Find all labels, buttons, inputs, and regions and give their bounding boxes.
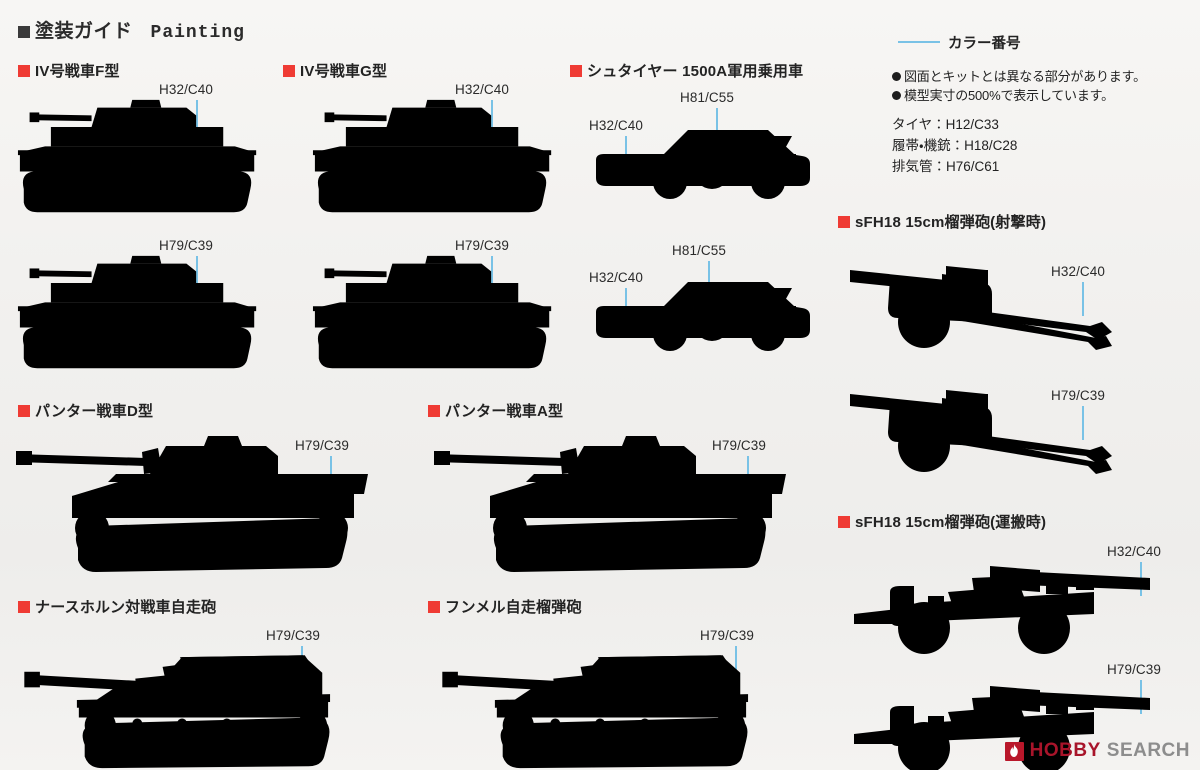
callout-steyr-bot-body: H32/C40 (589, 270, 643, 285)
callout-sfh-fire-grey: H32/C40 (1051, 264, 1105, 279)
note-item: 模型実寸の500%で表示しています。 (892, 85, 1114, 104)
leader-line (747, 456, 749, 490)
section-title-text: シュタイヤー 1500A軍用乗用車 (587, 63, 804, 80)
leader-line (716, 108, 718, 148)
illustration-panther-a: .pa .bdy{fill:#cfc49e;stroke:#8e8565;str… (430, 428, 792, 578)
red-square-icon (838, 516, 850, 528)
red-square-icon (18, 65, 30, 77)
bullet-icon (892, 91, 901, 100)
section-title-text: フンメル自走榴弾砲 (445, 599, 582, 616)
page-title: 塗装ガイド Painting (18, 16, 245, 43)
illustration-nashorn: .nh .bdy{fill:#cfc49e;stroke:#8e8565;str… (12, 626, 356, 770)
section-title-sfh18-transport: sFH18 15cm榴弾砲(運搬時) (838, 511, 1046, 532)
material-color-item: 排気管：H76/C61 (892, 159, 1000, 174)
material-color-item: 履帯・機銃：H18/C28 (892, 138, 1018, 153)
callout-p4f-tan: H79/C39 (159, 238, 213, 253)
section-title-text: sFH18 15cm榴弾砲(射撃時) (855, 214, 1047, 231)
leader-line (625, 136, 627, 166)
leader-line (491, 256, 493, 298)
illustration-panzer4-g-tan: .g2-tan .bdy{fill:#cfc49e;stroke:#8e8565… (303, 252, 565, 374)
callout-sfh-tran-grey: H32/C40 (1107, 544, 1161, 559)
page-title-ja: 塗装ガイド (35, 21, 133, 42)
callout-sfh-fire-tan: H79/C39 (1051, 388, 1105, 403)
leader-line (735, 646, 737, 680)
callout-steyr-top-canvas: H81/C55 (680, 90, 734, 105)
section-title-text: パンター戦車A型 (445, 403, 564, 420)
red-square-icon (570, 65, 582, 77)
section-title-panzer4-f: IV号戦車F型 (18, 60, 120, 81)
section-title-text: ナースホルン対戦車自走砲 (35, 599, 217, 616)
leader-line (625, 288, 627, 318)
section-title-sfh18-firing: sFH18 15cm榴弾砲(射撃時) (838, 211, 1046, 232)
note-text: 図面とキットとは異なる部分があります。 (904, 69, 1146, 84)
leader-line (196, 256, 198, 298)
red-square-icon (838, 216, 850, 228)
section-title-text: IV号戦車F型 (35, 63, 120, 80)
illustration-sfh18-firing-grey: .f-grey .bdy{fill:#6d7f92;stroke:#47566a… (846, 248, 1132, 354)
callout-steyr-top-body: H32/C40 (589, 118, 643, 133)
callout-nashorn: H79/C39 (266, 628, 320, 643)
callout-panther-a: H79/C39 (712, 438, 766, 453)
leader-line (196, 100, 198, 144)
section-title-steyr-1500a: シュタイヤー 1500A軍用乗用車 (570, 60, 803, 81)
header-square-icon (18, 26, 30, 38)
leader-line (1140, 680, 1142, 714)
section-title-text: sFH18 15cm榴弾砲(運搬時) (855, 514, 1047, 531)
callout-hummel: H79/C39 (700, 628, 754, 643)
red-square-icon (428, 405, 440, 417)
callout-p4f-grey: H32/C40 (159, 82, 213, 97)
red-square-icon (283, 65, 295, 77)
callout-sfh-tran-tan: H79/C39 (1107, 662, 1161, 677)
logo-word-search: SEARCH (1106, 740, 1190, 761)
red-square-icon (18, 601, 30, 613)
illustration-panzer4-f-tan: .g-tan .bdy{fill:#cfc49e;stroke:#8e8565;… (8, 252, 270, 374)
illustration-panzer4-g-grey: .g2-grey .bdy{fill:#70839a;stroke:#4a5c7… (303, 96, 565, 218)
section-title-hummel: フンメル自走榴弾砲 (428, 596, 582, 617)
flame-icon (1004, 741, 1024, 761)
red-square-icon (428, 601, 440, 613)
illustration-panther-d: .pd .bdy{fill:#cfc49e;stroke:#8e8565;str… (12, 428, 374, 578)
legend-key-label: カラー番号 (948, 36, 1021, 52)
illustration-sfh18-firing-tan: .f-tan .bdy{fill:#cec398;stroke:#8d8463;… (846, 372, 1132, 478)
hobby-search-logo: HOBBY SEARCH (1004, 740, 1190, 762)
section-title-panther-a: パンター戦車A型 (428, 400, 563, 421)
section-title-panzer4-g: IV号戦車G型 (283, 60, 387, 81)
bullet-icon (892, 72, 901, 81)
callout-p4g-tan: H79/C39 (455, 238, 509, 253)
section-title-nashorn: ナースホルン対戦車自走砲 (18, 596, 216, 617)
illustration-steyr-grey: .s-grey .bdy{fill:#8c9cac;stroke:#5c6c7c… (588, 112, 820, 208)
material-color-item: タイヤ：H12/C33 (892, 117, 999, 132)
leader-line (1082, 282, 1084, 316)
page-title-en: Painting (150, 23, 245, 43)
section-title-text: IV号戦車G型 (300, 63, 388, 80)
illustration-hummel: .hm .bdy{fill:#cfc49e;stroke:#8e8565;str… (430, 626, 774, 770)
illustration-sfh18-transport-grey: .t-grey .bdy{fill:#6d7f92;stroke:#47566a… (846, 548, 1166, 660)
callout-steyr-bot-canvas: H81/C55 (672, 243, 726, 258)
leader-line (708, 261, 710, 297)
leader-line (330, 456, 332, 490)
section-title-panther-d: パンター戦車D型 (18, 400, 153, 421)
callout-panther-d: H79/C39 (295, 438, 349, 453)
note-item: 図面とキットとは異なる部分があります。 (892, 66, 1146, 85)
illustration-panzer4-f-grey: .g-grey .bdy{fill:#70839a;stroke:#4a5c70… (8, 96, 270, 218)
callout-p4g-grey: H32/C40 (455, 82, 509, 97)
logo-word-hobby: HOBBY (1029, 740, 1101, 761)
red-square-icon (18, 405, 30, 417)
section-title-text: パンター戦車D型 (35, 403, 154, 420)
leader-line (491, 100, 493, 144)
legend-key-line-icon (898, 41, 940, 43)
note-text: 模型実寸の500%で表示しています。 (904, 88, 1114, 103)
leader-line (1082, 406, 1084, 440)
illustration-steyr-tan: .s-tan .bdy{fill:#d3c9a6;stroke:#958b6c;… (588, 264, 820, 364)
